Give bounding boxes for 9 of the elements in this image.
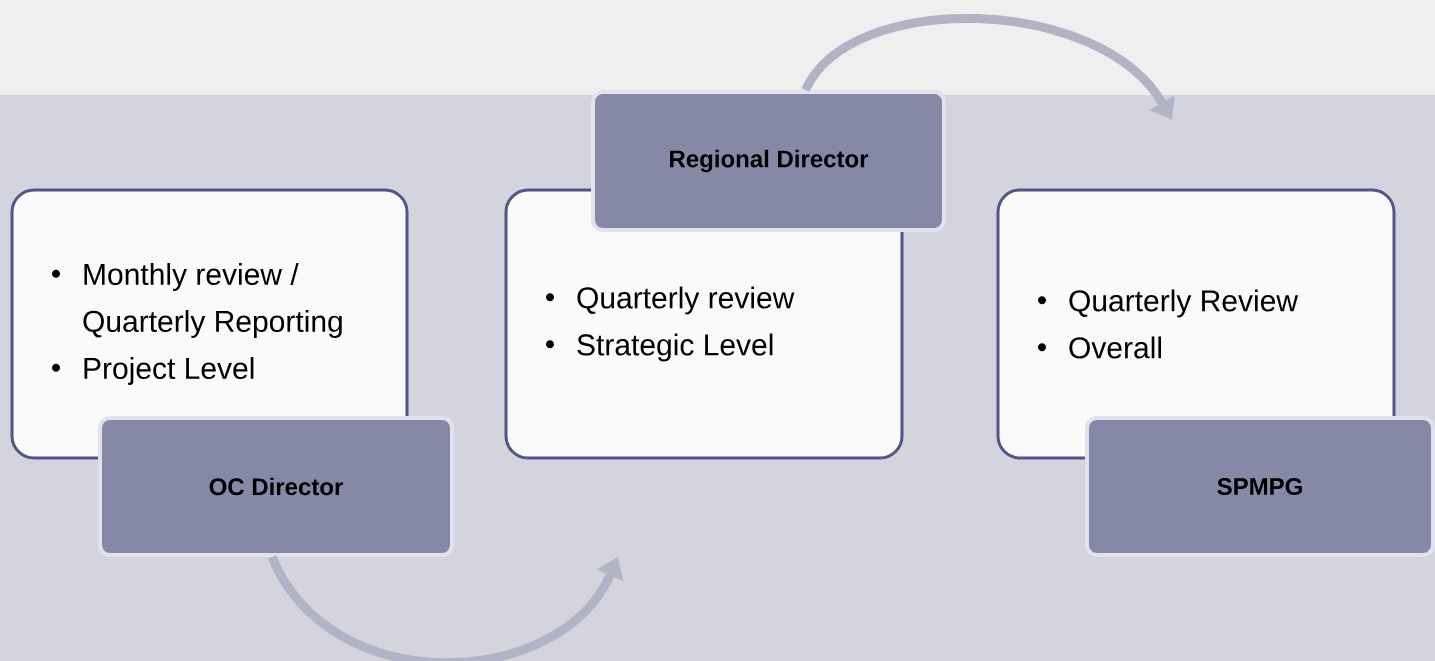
role-box: OC Director xyxy=(98,416,454,557)
bullet-item: Monthly review / Quarterly Reporting xyxy=(83,263,342,338)
bullet-item: Quarterly Review xyxy=(1069,289,1299,318)
role-box: SPMPG xyxy=(1085,416,1435,557)
bullet-item: Strategic Level xyxy=(577,333,773,362)
bullet-item: Project Level xyxy=(84,357,254,385)
bullet-item: Quarterly review xyxy=(577,286,795,315)
role-box: Regional Director xyxy=(591,90,946,232)
bullet-item: Overall xyxy=(1069,336,1161,359)
